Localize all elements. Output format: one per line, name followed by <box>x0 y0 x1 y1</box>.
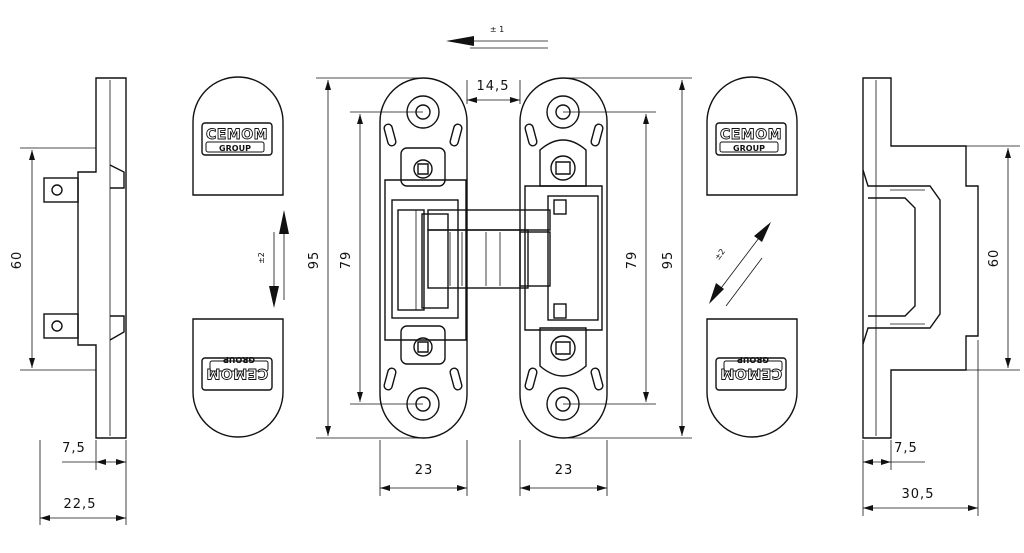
right-width-label: 30,5 <box>902 487 935 502</box>
logo-text-br: CEMOM <box>720 365 782 381</box>
right-side-view <box>862 77 1020 516</box>
cover-cap-bottom-right <box>706 318 798 438</box>
center-right-inner-label: 79 <box>625 251 640 270</box>
right-offset-label: 7,5 <box>894 441 918 456</box>
center-left-outer-label: 95 <box>307 251 322 270</box>
logo-sub-tr: GROUP <box>733 144 765 153</box>
center-left-inner-label: 79 <box>339 251 354 270</box>
cover-cap-top-left <box>192 76 284 196</box>
logo-text-tl: CEMOM <box>206 127 268 143</box>
cover-cap-top-right <box>706 76 798 196</box>
diagonal-tolerance: ±2 <box>713 247 727 262</box>
depth-adjust-arrow <box>709 222 771 307</box>
center-left-height-dims <box>316 77 424 439</box>
vertical-tolerance: ±2 <box>257 252 266 264</box>
vertical-adjust-arrow <box>269 210 289 308</box>
cover-cap-bottom-left <box>192 318 284 438</box>
left-height-label: 60 <box>10 251 25 270</box>
left-side-view <box>20 77 127 525</box>
bottom-width-dims <box>379 440 608 496</box>
hinge-link-arm <box>427 209 551 289</box>
logo-text-bl: CEMOM <box>206 365 268 381</box>
logo-sub-bl: GROUP <box>223 355 255 364</box>
logo-sub-br: GROUP <box>737 355 769 364</box>
horizontal-tolerance: ± 1 <box>490 25 504 34</box>
left-width-label: 22,5 <box>64 497 97 512</box>
bottom-right-width-label: 23 <box>555 463 574 478</box>
logo-sub-tl: GROUP <box>219 144 251 153</box>
bottom-left-width-label: 23 <box>415 463 434 478</box>
top-gap-label: 14,5 <box>477 79 510 94</box>
center-right-height-dims <box>563 77 692 439</box>
right-height-label: 60 <box>987 249 1002 268</box>
hinge-left-leaf <box>379 77 468 439</box>
hinge-right-leaf <box>519 77 608 439</box>
horizontal-adjust-arrow <box>446 36 548 49</box>
logo-text-tr: CEMOM <box>720 127 782 143</box>
gap-dimension <box>466 80 521 104</box>
left-offset-label: 7,5 <box>62 441 86 456</box>
center-right-outer-label: 95 <box>661 251 676 270</box>
